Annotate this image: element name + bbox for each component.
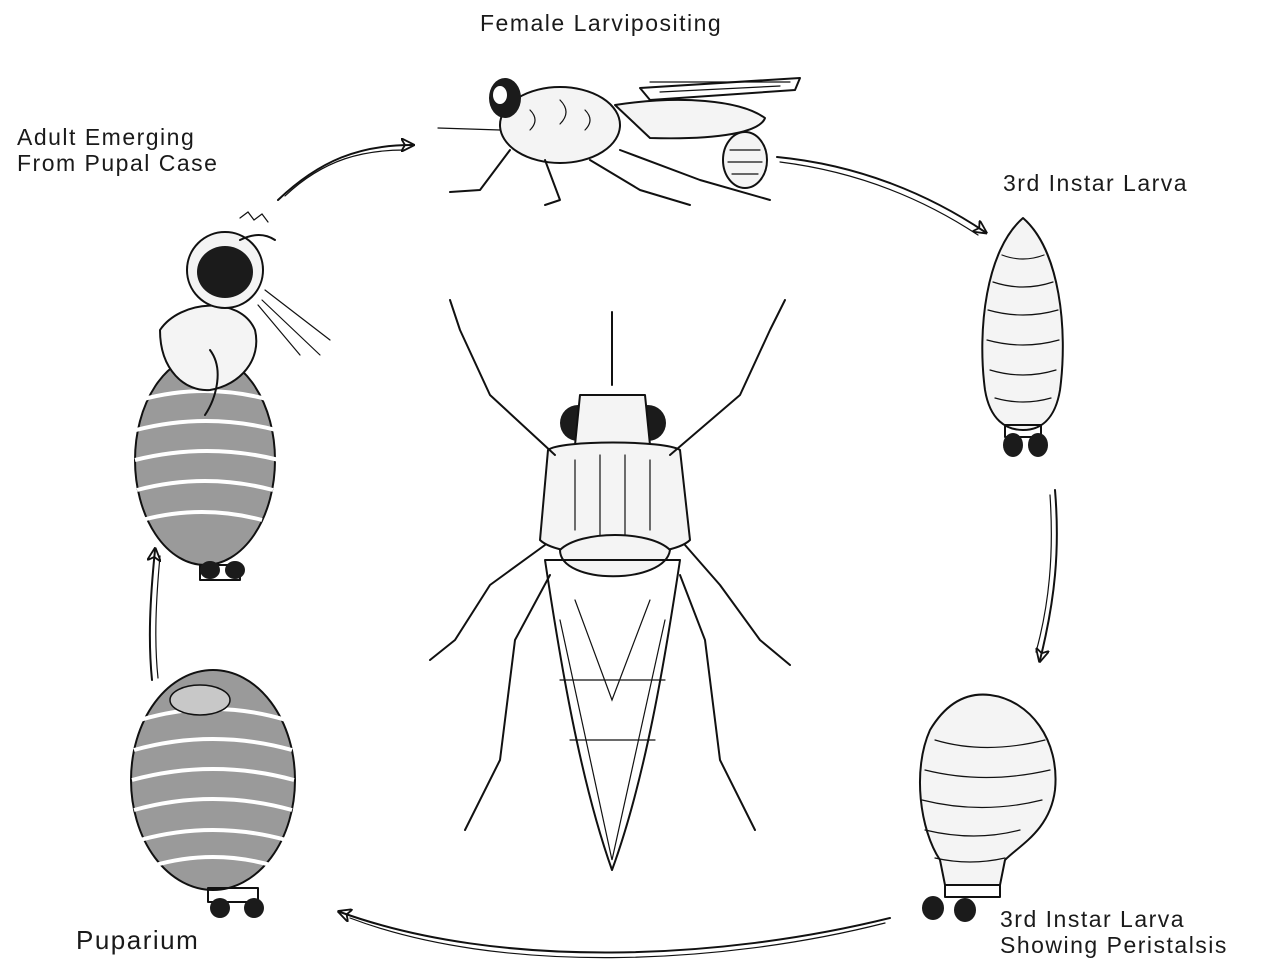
puparium-illustration — [131, 670, 295, 918]
arrow-adult-to-female — [278, 145, 412, 200]
central-adult-fly-illustration — [430, 300, 790, 870]
arrow-puparium-to-adult — [150, 550, 160, 680]
arrow-female-to-larva — [777, 157, 985, 235]
arrow-peristalsis-to-puparium — [340, 912, 890, 958]
female-fly-illustration — [438, 78, 800, 205]
third-instar-larva-illustration — [982, 218, 1063, 457]
adult-emerging-illustration — [135, 212, 330, 580]
peristalsis-larva-illustration — [920, 695, 1056, 922]
arrow-larva-to-peristalsis — [1036, 490, 1057, 660]
